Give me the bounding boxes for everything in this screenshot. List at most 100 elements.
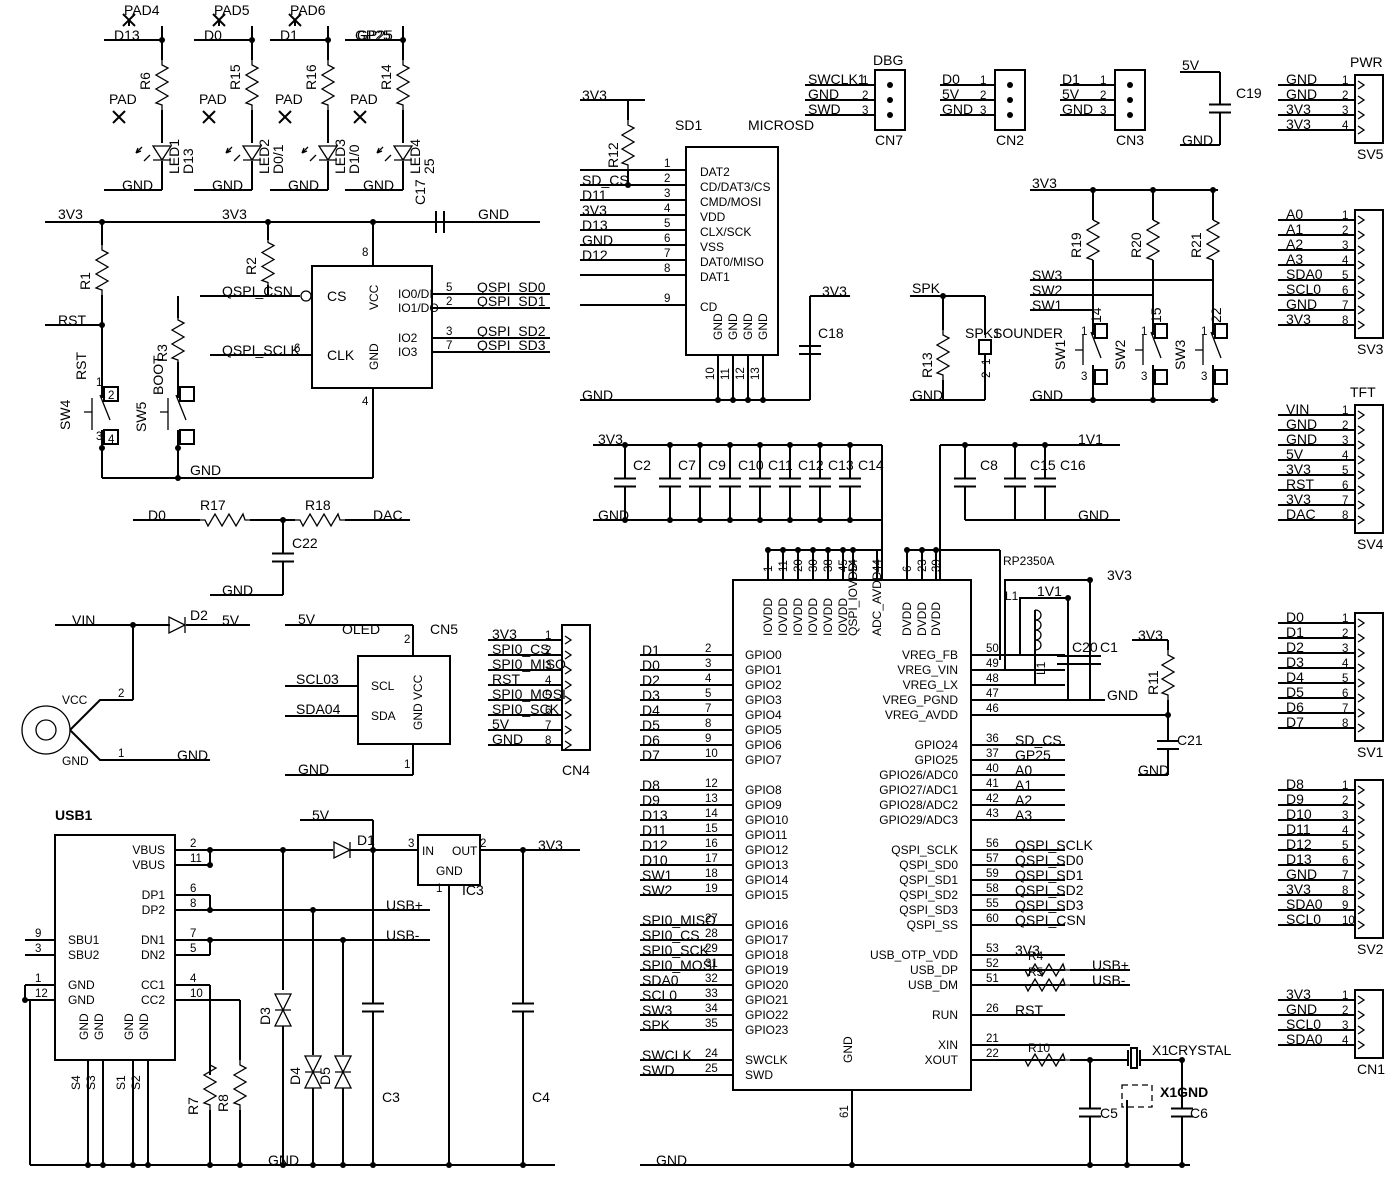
oled-module [357, 655, 451, 745]
label: 15 [705, 823, 718, 835]
led-ref: LED1 [166, 139, 182, 174]
sw-pin-box [1214, 369, 1228, 385]
label: 3 [1342, 240, 1348, 252]
label: 3 [1201, 371, 1207, 383]
pad-label: PAD6 [290, 2, 326, 18]
label: C13 [828, 457, 854, 473]
header-pin-net: 3V3 [1286, 986, 1311, 1002]
junction-dot [787, 442, 793, 448]
label: 2 [981, 372, 993, 378]
resistor-r17 [200, 512, 250, 528]
mcu-pin-label: GPIO5 [745, 723, 782, 737]
junction-dot [207, 862, 213, 868]
label: 10 [705, 748, 718, 760]
label: DVDD [929, 602, 943, 636]
no-connect-mark [288, 13, 302, 27]
wires [24, 20, 1362, 1166]
label: 17 [705, 853, 718, 865]
resistor-r1 [94, 245, 110, 295]
label: 3V3 [598, 431, 623, 447]
resistor-r7 [202, 1060, 218, 1110]
label: L1 [1005, 589, 1019, 603]
label: 37 [986, 748, 999, 760]
label: CN5 [430, 621, 458, 637]
junction-dot [175, 475, 181, 481]
junction-dot [760, 397, 766, 403]
label: 49 [986, 658, 999, 670]
label: SW2 [1112, 339, 1128, 370]
sw-pin-box [1154, 369, 1168, 385]
label: SW1 [1052, 339, 1068, 370]
mcu-pin-label: QSPI_SD0 [899, 858, 958, 872]
label: 3V3 [1138, 627, 1163, 643]
label: 1 [1201, 326, 1207, 338]
label: CC2 [141, 993, 165, 1007]
label: 53 [986, 943, 999, 955]
header-pin-net: GND [1286, 431, 1317, 447]
header-pin-net: D10 [1286, 806, 1312, 822]
label: 2 [1342, 628, 1348, 640]
label: 1 [1342, 75, 1348, 87]
capacitor [839, 477, 861, 488]
junction-dot [622, 442, 628, 448]
mcu-pin-label: GPIO8 [745, 783, 782, 797]
label: 3 [705, 658, 711, 670]
label: 8 [190, 898, 196, 910]
capacitor-c5 [1079, 1107, 1101, 1118]
label: 30 [808, 559, 820, 572]
label: 5 [545, 690, 551, 702]
label: R19 [1068, 232, 1084, 258]
dc-jack [21, 705, 71, 755]
label: 4 [108, 434, 115, 446]
crystal-x1 [1127, 1050, 1141, 1066]
resistor-r2 [260, 240, 276, 285]
label: SPK [912, 280, 941, 296]
mcu-net: SW1 [642, 867, 673, 883]
label: CN3 [1116, 132, 1144, 148]
label: 26 [986, 1003, 999, 1015]
label: C12 [798, 457, 824, 473]
label: SCL03 [296, 671, 339, 687]
label: CLX/SCK [700, 225, 751, 239]
pad-label: PAD [109, 91, 137, 107]
label: 8 [1342, 510, 1348, 522]
sw5-pin-box [179, 386, 195, 402]
label: 5V [298, 611, 316, 627]
label: SW3 [1172, 339, 1188, 370]
label: GND [656, 1152, 687, 1168]
label: 1 [35, 973, 41, 985]
label: SW2 [1032, 282, 1063, 298]
label: 31 [705, 958, 718, 970]
label: R10 [1028, 1041, 1050, 1055]
label: 12 [735, 367, 747, 380]
flash-cs-label: CS [327, 288, 346, 304]
sw-pin-box [1154, 323, 1168, 339]
mcu-net: SPI0_MOSI [642, 957, 716, 973]
label: 5 [1342, 673, 1348, 685]
label: GND [137, 1013, 151, 1040]
label: 44 [872, 559, 884, 572]
capacitor-c18 [799, 345, 821, 355]
label: GND [268, 1152, 299, 1168]
mcu-net: QSPI_SD2 [1015, 882, 1084, 898]
label: 8 [664, 263, 670, 275]
mcu-net: D5 [642, 717, 660, 733]
sw-pin-box [1214, 323, 1228, 339]
switch-sw4 [84, 394, 111, 430]
junction-dot [1150, 187, 1156, 193]
mcu-pin-label: GPIO20 [745, 978, 789, 992]
mcu-pin-label: GPIO0 [745, 648, 782, 662]
mcu-pin-label: GPIO17 [745, 933, 789, 947]
label: 2 [1342, 795, 1348, 807]
junction-dot [207, 847, 213, 853]
label: 1 [1342, 210, 1348, 222]
label: 1 [1342, 990, 1348, 1002]
tvs-d3 [273, 993, 293, 1027]
label: R21 [1188, 232, 1204, 258]
mcu-pin-label: USB_DP [910, 963, 958, 977]
label: 1 [664, 158, 670, 170]
label: 27 [705, 913, 718, 925]
label: 2 [108, 390, 114, 402]
label: 11 [720, 368, 732, 380]
